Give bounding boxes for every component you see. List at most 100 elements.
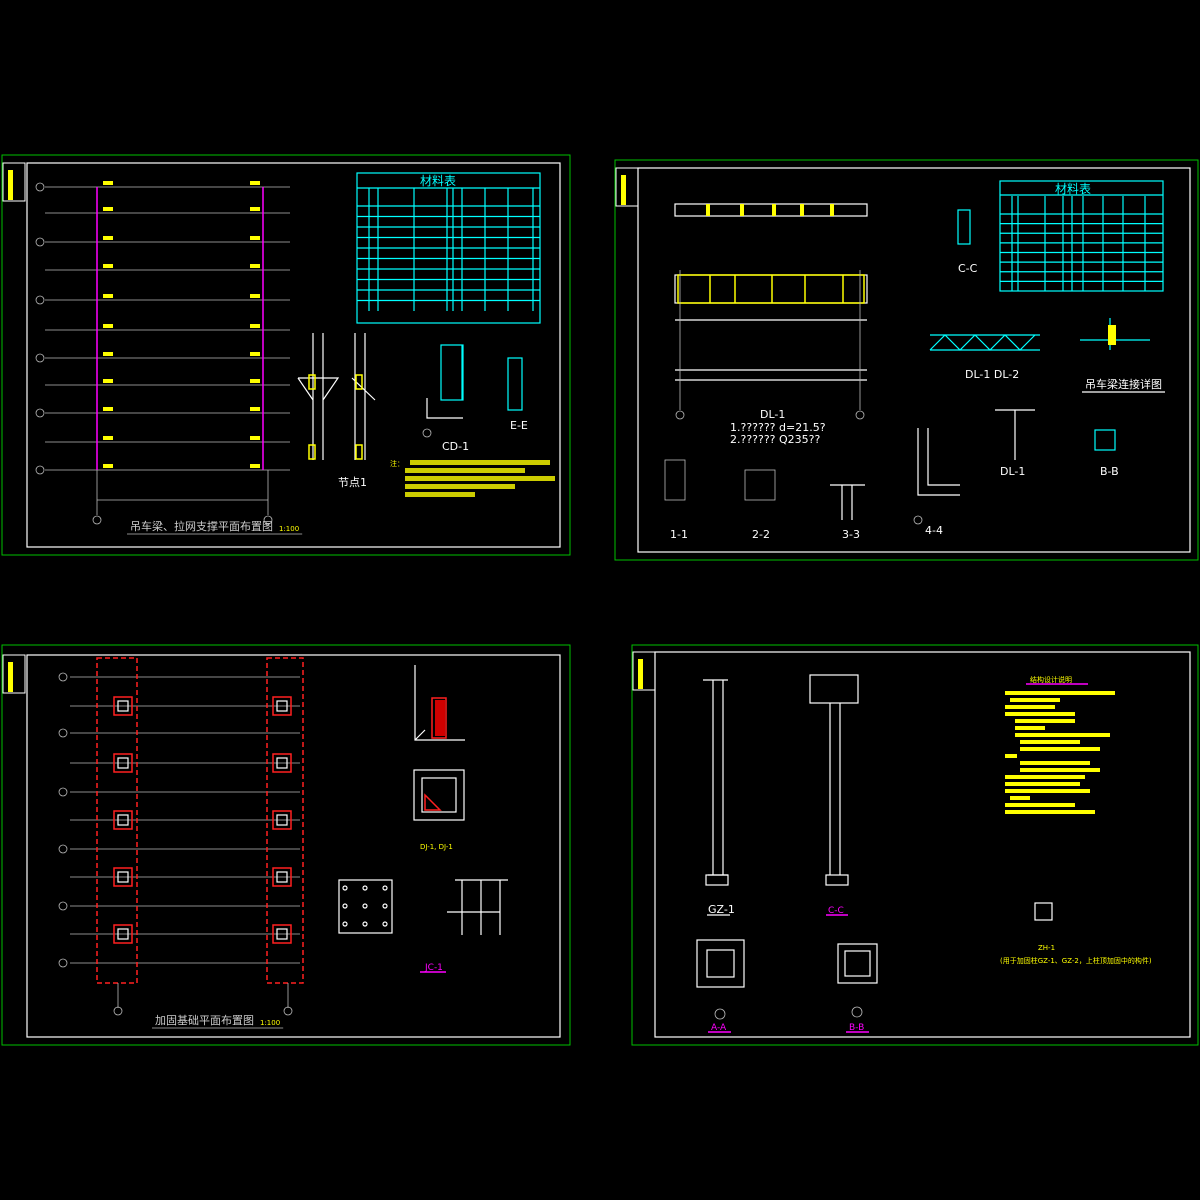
column-label: GZ-1: [708, 903, 735, 916]
stiffener: [800, 204, 804, 216]
note-line: [1005, 754, 1017, 758]
detail-label: E-E: [510, 419, 528, 432]
column-outline: [117, 928, 129, 940]
beam-tag: [250, 436, 260, 440]
note-line: [1005, 775, 1085, 779]
detail-label: 4-4: [925, 524, 943, 537]
foundation-outline: [266, 657, 304, 984]
foundation-block: [113, 753, 133, 773]
title-block: [2, 162, 26, 202]
axis-bubble: [263, 515, 273, 525]
truss-detail: DL-1 DL-2: [929, 334, 1040, 381]
axis-grid: [35, 181, 290, 525]
column-outline: [117, 757, 129, 769]
foundation-block: [272, 924, 292, 944]
column-outline: [276, 928, 288, 940]
zh-note: (用于加固柱GZ-1、GZ-2，上柱顶加固中的构件): [1000, 956, 1152, 965]
beam-tag: [250, 294, 260, 298]
drawing-frame: [26, 654, 561, 1038]
note-line: [1005, 803, 1075, 807]
detail-label: DL-1: [1000, 465, 1025, 478]
detail-label: C-C: [958, 262, 978, 275]
foundation-block: [272, 753, 292, 773]
note-line: [1020, 747, 1100, 751]
axis-bubble: [35, 237, 45, 247]
pile: [362, 903, 368, 909]
stiffener: [772, 204, 776, 216]
foundation-block: [113, 810, 133, 830]
stiffener: [706, 204, 710, 216]
note-line: [1005, 782, 1080, 786]
beam-tag: [103, 379, 113, 383]
sheet-title: 加固基础平面布置图: [155, 1014, 254, 1027]
beam-tag: [250, 207, 260, 211]
note-line: [1020, 740, 1080, 744]
connection-detail: 吊车梁连接详图: [1080, 318, 1165, 393]
note-line: [1010, 698, 1060, 702]
pile: [342, 921, 348, 927]
axis-bubble: [35, 295, 45, 305]
pile: [362, 921, 368, 927]
sheet-title: 吊车梁、拉网支撑平面布置图: [130, 519, 273, 533]
notes: 注：: [390, 459, 555, 497]
zh-label: ZH-1: [1038, 944, 1055, 952]
column-outline: [117, 700, 129, 712]
note-line: [1020, 768, 1100, 772]
pile: [382, 885, 388, 891]
sheet-border: [1, 644, 571, 1046]
beam-tag: [250, 181, 260, 185]
stiffener: [740, 204, 744, 216]
drawing-frame: [637, 167, 1191, 553]
axis-bubble: [58, 728, 68, 738]
foundation-block: [113, 924, 133, 944]
sheet-border: [614, 159, 1199, 561]
material-table: 材料表: [999, 180, 1164, 292]
beam-tag: [103, 464, 113, 468]
column-outline: [276, 757, 288, 769]
pile: [342, 885, 348, 891]
material-table: 材料表: [356, 172, 541, 324]
beam-note-2: 2.?????? Q235??: [730, 433, 821, 446]
column-outline: [117, 814, 129, 826]
title-block: [615, 167, 639, 207]
axis-bubble: [58, 958, 68, 968]
note-line: [1015, 733, 1110, 737]
notes-title: 结构设计说明: [1030, 675, 1072, 684]
note-line: [1005, 789, 1090, 793]
detail-label: 2-2: [752, 528, 770, 541]
section-label: B-B: [849, 1023, 864, 1033]
title-block: [632, 651, 656, 691]
sheet-border: [631, 644, 1199, 1046]
beam-tag: [250, 352, 260, 356]
detail-label: B-B: [1100, 465, 1119, 478]
column-outline: [117, 871, 129, 883]
stiffener: [830, 204, 834, 216]
note-line: [1005, 810, 1095, 814]
beam-tag: [103, 264, 113, 268]
detail-zh-1: ZH-1 (用于加固柱GZ-1、GZ-2，上柱顶加固中的构件): [1000, 902, 1152, 965]
note-line: [1015, 719, 1075, 723]
foundation-outline: [96, 657, 138, 984]
section-label: C-C: [828, 906, 844, 916]
detail-dj-1: DJ-1, DJ-1: [413, 665, 465, 851]
detail-label: 1-1: [670, 528, 688, 541]
axis-bubble: [283, 1006, 293, 1016]
beam-tag: [250, 236, 260, 240]
pile-label: JC-1: [424, 963, 443, 973]
beam-tag: [103, 407, 113, 411]
detail-title: DJ-1, DJ-1: [420, 843, 453, 851]
note-line: [1005, 712, 1075, 716]
note-line: [1005, 691, 1115, 695]
beam-tag: [103, 352, 113, 356]
beam-label: DL-1: [760, 408, 785, 421]
detail-jc-1: JC-1: [338, 879, 508, 973]
title-block: [2, 654, 26, 694]
column-outline: [276, 871, 288, 883]
detail-label: DL-1 DL-2: [965, 368, 1019, 381]
axis-bubble: [92, 515, 102, 525]
axis-bubble: [35, 182, 45, 192]
section-label: A-A: [711, 1023, 727, 1033]
foundation-block: [272, 696, 292, 716]
axis-bubble: [58, 844, 68, 854]
